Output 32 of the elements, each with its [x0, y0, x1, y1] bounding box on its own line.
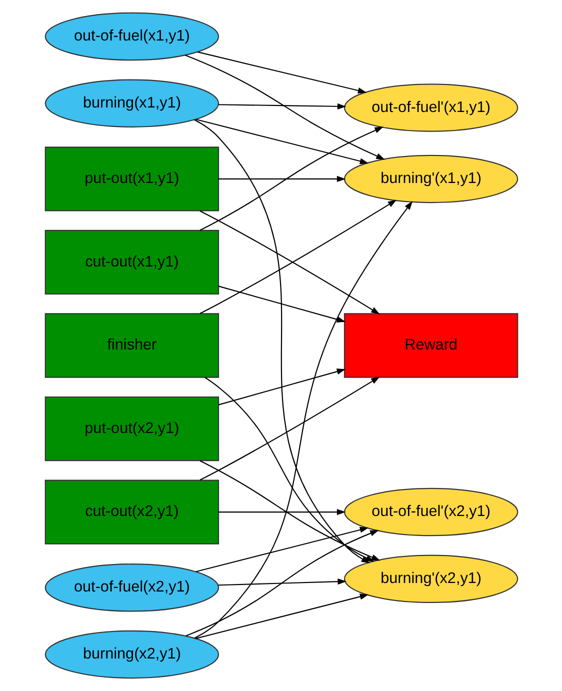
node-ellipse: burning(x1,y1) — [44, 79, 219, 128]
node-ellipse: out-of-fuel'(x1,y1) — [343, 84, 518, 132]
arrow — [195, 526, 368, 572]
node-box: Reward — [343, 313, 518, 378]
node-ellipse: burning(x2,y1) — [44, 630, 219, 679]
arrow — [194, 119, 370, 564]
arrow — [204, 377, 374, 562]
arrow — [195, 594, 368, 639]
node-box: put-out(x2,y1) — [44, 396, 219, 462]
arrow — [195, 118, 368, 164]
arrow — [199, 376, 380, 481]
arrow — [199, 126, 383, 231]
arrow — [218, 368, 346, 406]
arrow — [218, 103, 346, 110]
node-ellipse: burning'(x1,y1) — [343, 154, 518, 204]
node-ellipse: out-of-fuel(x2,y1) — [44, 564, 219, 612]
node-box: cut-out(x2,y1) — [44, 480, 219, 544]
arrow — [218, 508, 346, 516]
arrow — [184, 530, 378, 636]
node-box: finisher — [44, 313, 219, 378]
arrow — [218, 286, 346, 322]
node-box: put-out(x1,y1) — [44, 146, 219, 212]
node-box: cut-out(x1,y1) — [44, 230, 219, 295]
arrow — [218, 578, 346, 586]
arrow — [199, 460, 380, 561]
arrow — [194, 201, 412, 638]
arrow — [199, 210, 380, 314]
node-ellipse: out-of-fuel(x1,y1) — [44, 12, 219, 61]
arrow — [196, 51, 366, 94]
arrow — [184, 54, 384, 160]
arrow — [218, 176, 346, 182]
arrow — [199, 200, 396, 314]
